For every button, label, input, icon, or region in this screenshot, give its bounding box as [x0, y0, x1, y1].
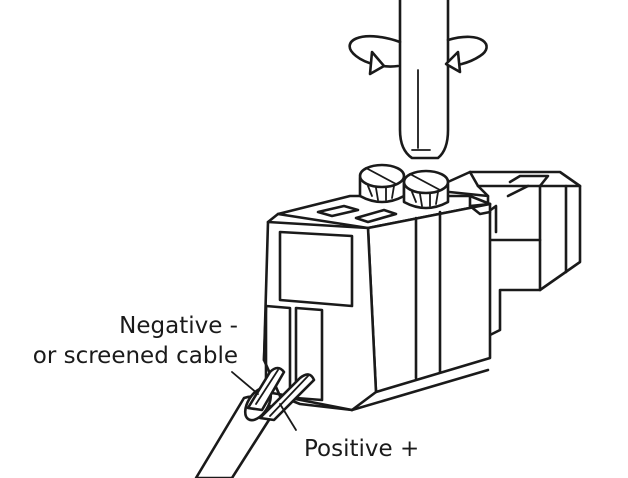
terminal-housing — [262, 194, 492, 412]
plug-extension — [428, 170, 582, 338]
screw-right — [402, 169, 450, 210]
positive-leader-line — [279, 403, 297, 431]
leader-lines — [231, 371, 297, 431]
negative-label-line2: or screened cable — [33, 343, 238, 369]
cable — [194, 366, 316, 478]
negative-label-line1: Negative - — [119, 313, 238, 339]
negative-leader-line — [231, 371, 259, 395]
positive-label: Positive + — [304, 436, 419, 462]
rotation-arrows-icon — [348, 34, 488, 76]
screwdriver-icon — [398, 0, 450, 160]
screw-left — [358, 163, 406, 204]
